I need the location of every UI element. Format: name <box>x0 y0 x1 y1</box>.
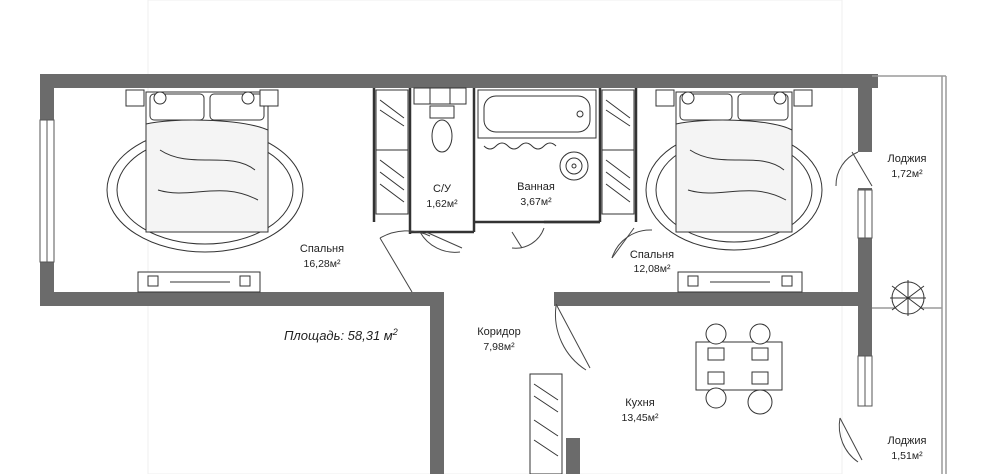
room-area-corridor: 7,98м² <box>483 341 515 353</box>
wardrobe-2 <box>601 89 635 215</box>
dining-table-icon <box>695 323 783 415</box>
kitchen-cabinets <box>529 373 563 474</box>
room-name-corridor: Коридор <box>477 326 520 338</box>
nightstands-1 <box>125 89 279 107</box>
room-name-bedroom-2: Спальня <box>630 249 674 261</box>
tv-stand-1 <box>137 271 261 293</box>
wardrobe-1 <box>375 89 409 215</box>
room-area-bedroom-1: 16,28м² <box>304 258 341 270</box>
tv-stand-2 <box>677 271 803 293</box>
nightstands-2 <box>655 89 813 107</box>
room-name-wc: С/У <box>433 183 452 195</box>
doors <box>379 151 873 463</box>
loggia-outline <box>872 75 947 474</box>
room-area-loggia-2: 1,51м² <box>891 450 923 462</box>
total-area-label: Площадь: 58,31 м2 <box>284 327 398 343</box>
plant-icon <box>890 280 926 316</box>
sink-icon <box>559 151 589 181</box>
toilet-icon <box>413 87 467 153</box>
window-left <box>39 119 55 263</box>
windows-right <box>857 189 873 407</box>
room-name-kitchen: Кухня <box>625 397 654 409</box>
bed-2-icon <box>645 91 823 251</box>
room-name-bathroom: Ванная <box>517 181 555 193</box>
room-name-loggia-1: Лоджия <box>888 153 927 165</box>
room-area-loggia-1: 1,72м² <box>891 168 923 180</box>
room-name-bedroom-1: Спальня <box>300 243 344 255</box>
bathtub-icon <box>477 89 597 150</box>
room-labels: Спальня 16,28м² Ванная 3,67м² С/У 1,62м²… <box>300 153 927 462</box>
room-name-loggia-2: Лоджия <box>888 435 927 447</box>
room-area-bedroom-2: 12,08м² <box>634 263 671 275</box>
room-area-kitchen: 13,45м² <box>622 412 659 424</box>
room-area-wc: 1,62м² <box>426 198 458 210</box>
partitions <box>372 88 638 234</box>
bed-1-icon <box>106 91 304 253</box>
room-area-bathroom: 3,67м² <box>520 196 552 208</box>
